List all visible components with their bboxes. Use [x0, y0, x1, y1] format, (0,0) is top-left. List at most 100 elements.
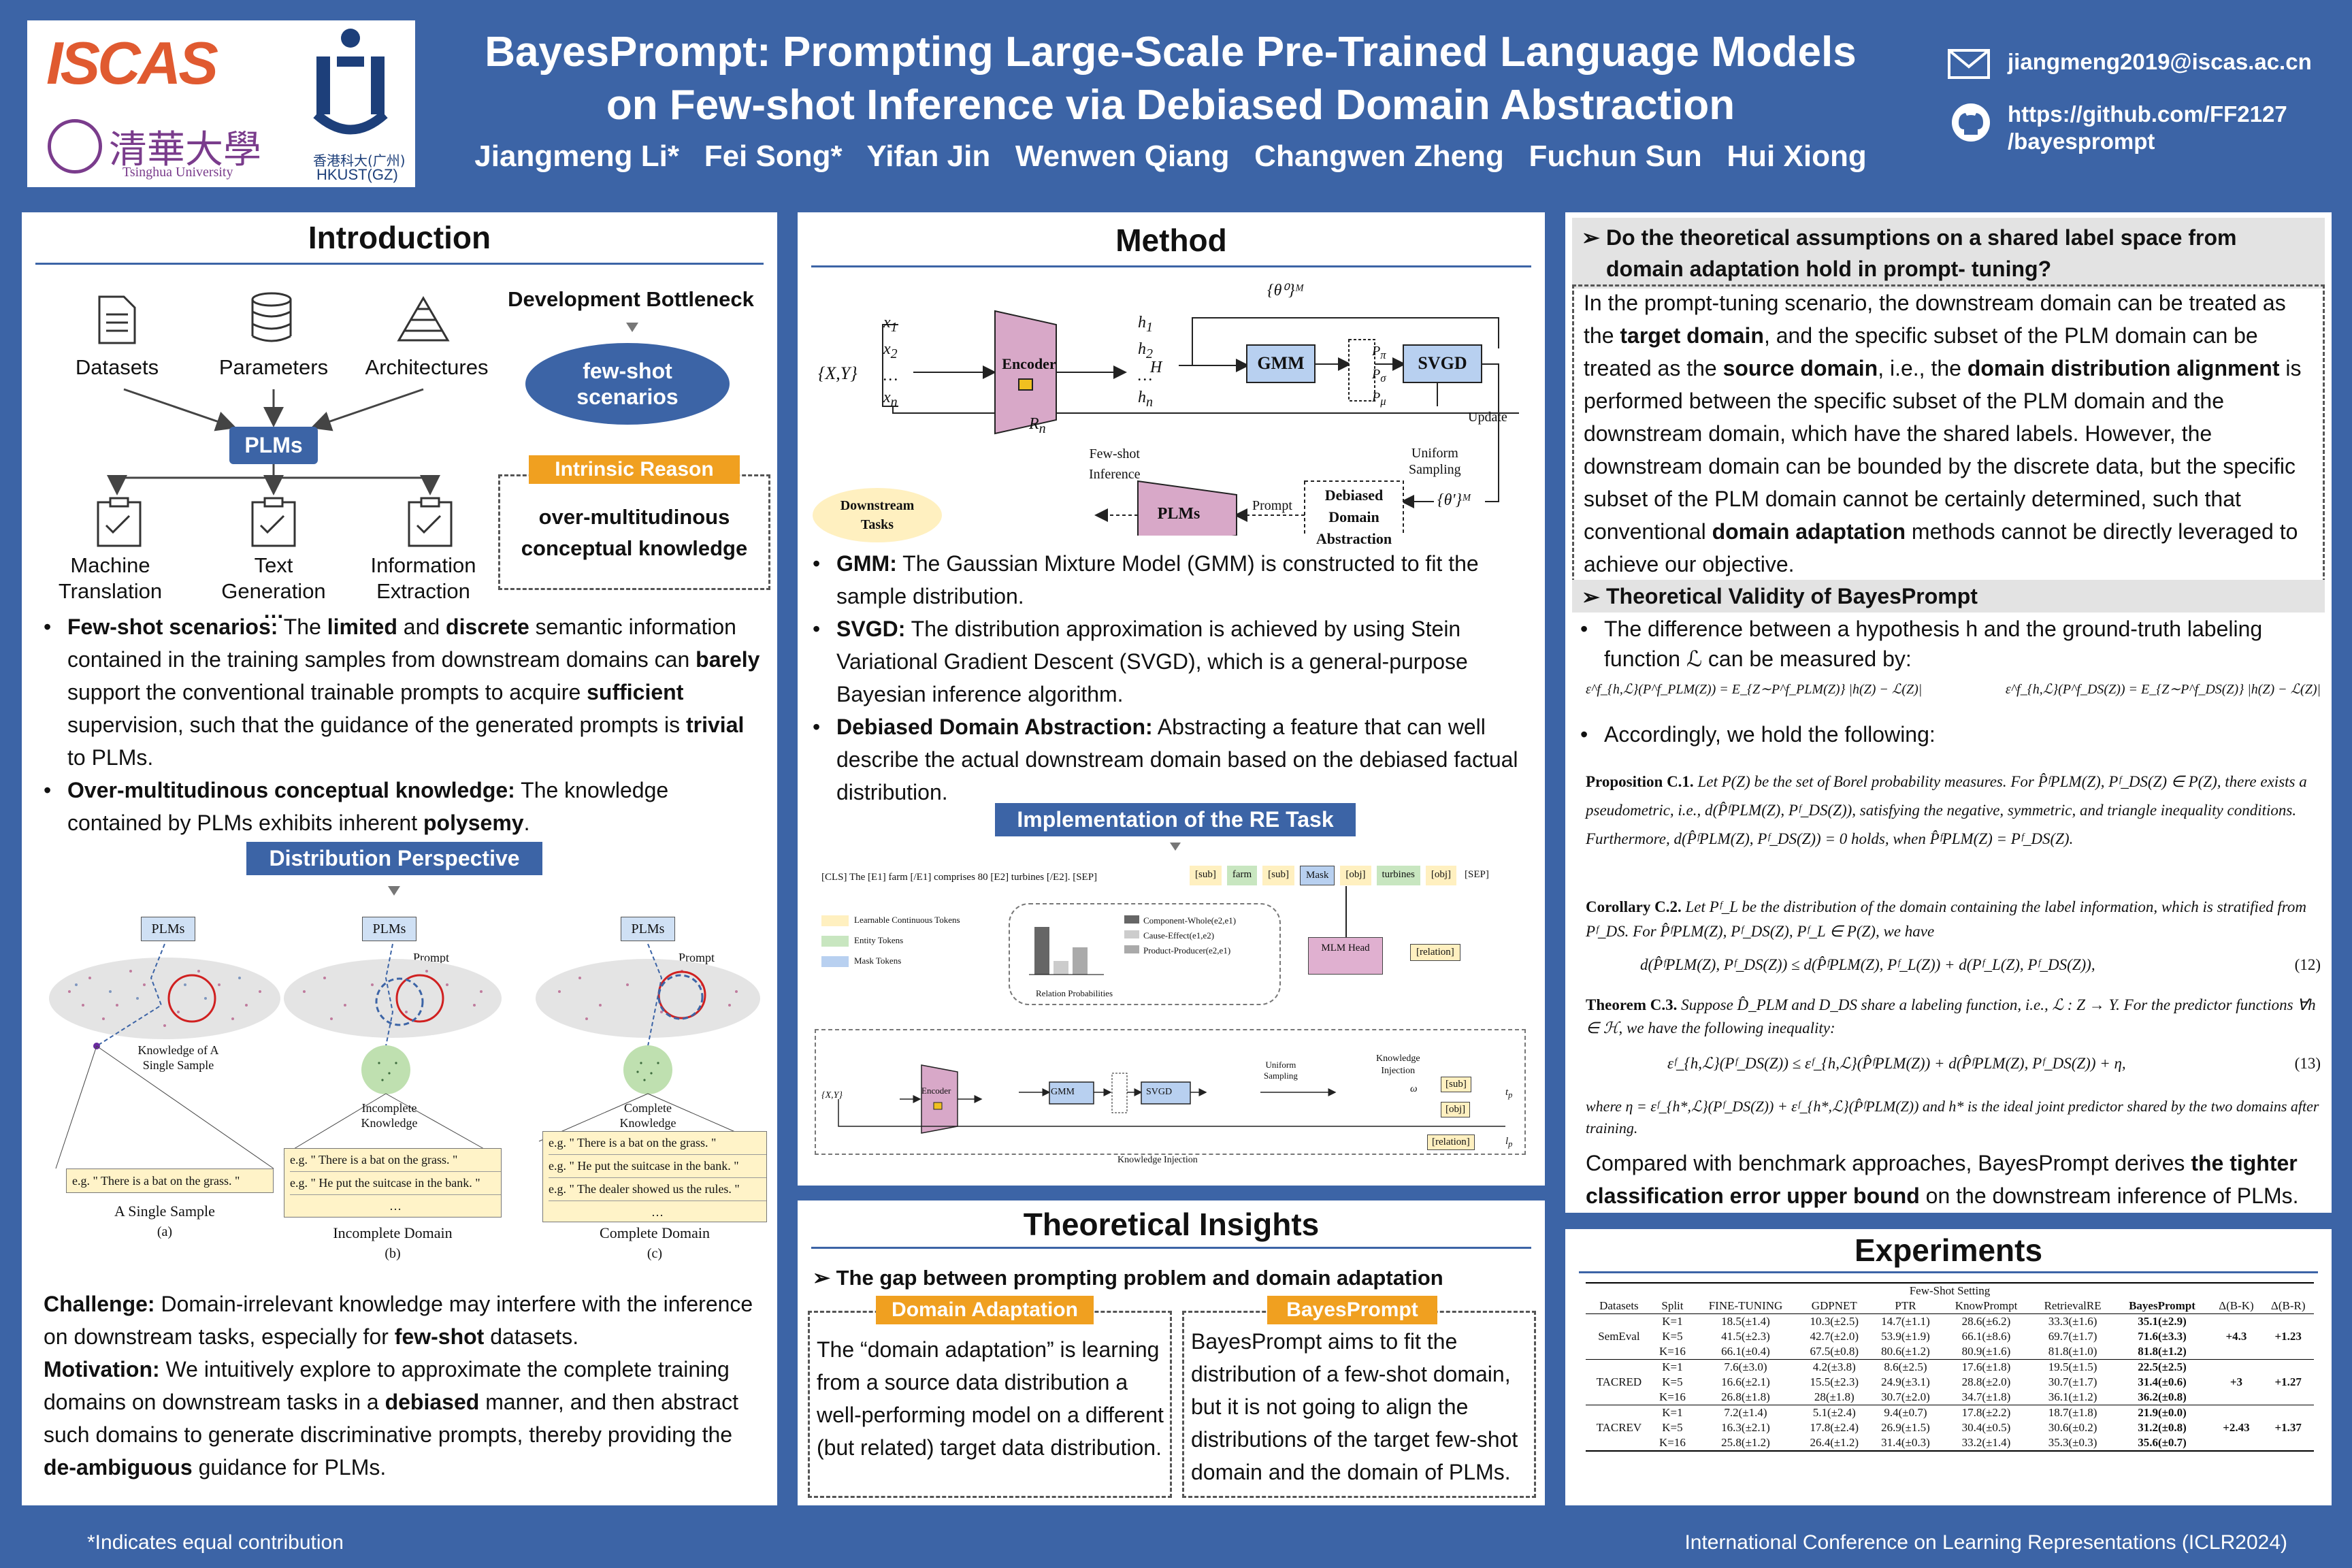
ki-gmm: GMM	[1051, 1087, 1075, 1097]
theorem: Theorem C.3. Suppose D̂_PLM and D_DS sha…	[1586, 994, 2321, 1040]
fewshot-ellipse: few-shot scenarios	[525, 343, 730, 425]
column-header: BayesPrompt	[2114, 1298, 2210, 1314]
task-label-line: Text	[254, 553, 293, 577]
knowledge-label: Complete Knowledge	[593, 1100, 702, 1130]
github-line-1[interactable]: https://github.com/FF2127	[2008, 101, 2287, 127]
legend-text: Mask Tokens	[854, 956, 902, 966]
dataset-cell: TACRED	[1586, 1359, 1652, 1405]
author: Changwen Zheng	[1254, 140, 1504, 173]
equation: εᶠ_{h,ℒ}(Pᶠ_DS(Z)) ≤ εᶠ_{h,ℒ}(P̂ᶠPLM(Z))…	[1667, 1055, 2126, 1072]
validity-bar: ➢Theoretical Validity of BayesPrompt	[1572, 580, 2325, 613]
rel-legend-item: Product-Producer(e2,e1)	[1124, 943, 1236, 958]
where-text: where η = εᶠ_{h*,ℒ}(Pᶠ_DS(Z)) + εᶠ_{h*,ℒ…	[1586, 1098, 2319, 1137]
figure-a-graphic	[49, 943, 280, 1169]
ki-obj: [obj]	[1441, 1102, 1471, 1117]
title-line-2: on Few-shot Inference via Debiased Domai…	[606, 82, 1735, 129]
table-cell: 26.8(±1.8)	[1721, 1390, 1770, 1403]
email-link[interactable]: jiangmeng2019@iscas.ac.cn	[2008, 49, 2312, 74]
table-cell: 34.7(±1.8)	[1961, 1390, 2011, 1403]
figure-c-graphic	[536, 943, 760, 1142]
intro-bullets: Few-shot scenarios: The limited and disc…	[44, 610, 762, 839]
relation-box: [relation]	[1410, 944, 1460, 961]
results-table: Few-Shot Setting Datasets Split FINE-TUN…	[1586, 1284, 2314, 1450]
re-task-label: Implementation of the RE Task	[995, 803, 1356, 836]
figure-label: (c)	[647, 1246, 663, 1261]
p-label: P	[1372, 390, 1381, 405]
figure-label: (b)	[385, 1246, 401, 1261]
token: [obj]	[1425, 866, 1456, 885]
token-legend: Learnable Continuous Tokens Entity Token…	[821, 910, 960, 971]
equation: ε^f_{h,ℒ}(P^f_DS(Z)) = E_{Z∼P^f_DS(Z)} |…	[2005, 682, 2321, 697]
title-line-1: BayesPrompt: Prompting Large-Scale Pre-T…	[485, 29, 1857, 76]
figure-caption: A Single Sample	[114, 1203, 215, 1220]
table-cell: K=16	[1659, 1436, 1686, 1449]
bullet-dda: Debiased Domain Abstraction: Abstracting…	[813, 710, 1534, 808]
text-head: Challenge:	[44, 1292, 155, 1316]
h-label: H	[1150, 359, 1162, 376]
text: methods cannot be directly leveraged to …	[1584, 519, 2298, 576]
prompt-label: Prompt	[679, 951, 715, 964]
table-cell: 26.9(±1.5)	[1881, 1421, 1930, 1434]
column-header: FINE-TUNING	[1693, 1298, 1799, 1314]
text: sufficient	[587, 680, 684, 704]
text: discrete	[446, 615, 529, 639]
arrow-bullet-icon: ➢	[1582, 585, 1600, 609]
section-title: Theoretical Insights	[1023, 1207, 1320, 1242]
task-label-line: Translation	[58, 579, 163, 603]
table-cell: 25.8(±1.2)	[1721, 1436, 1770, 1449]
github-line-2[interactable]: /bayesprompt	[2008, 129, 2155, 154]
relation-prob-box	[1009, 903, 1281, 1005]
task-label: Machine Translation	[42, 553, 178, 604]
figure-label: (a)	[157, 1224, 173, 1239]
dataset-cell: TACREV	[1586, 1405, 1652, 1450]
table-cell: K=16	[1659, 1345, 1686, 1358]
table-cell: 33.3(±1.6)	[2031, 1313, 2114, 1329]
ddab-line: Abstraction	[1316, 530, 1392, 547]
fewshot-line: few-shot	[583, 359, 672, 383]
bullet-svgd: SVGD: The distribution approximation is …	[813, 612, 1534, 710]
encoder-label: Encoder	[1002, 355, 1056, 372]
plm-small-box: PLMs	[621, 917, 675, 941]
hkust-logo-icon	[313, 29, 388, 135]
table-cell: 81.8(±1.0)	[2048, 1345, 2097, 1358]
table-cell: 28.6(±6.2)	[1941, 1313, 2031, 1329]
text: support the conventional trainable promp…	[67, 680, 587, 704]
table-cell: 28(±1.8)	[1814, 1390, 1855, 1403]
text: is performed between the specific subset…	[1584, 356, 2302, 544]
author: Wenwen Qiang	[1015, 140, 1230, 173]
table-cell: 36.1(±1.2)	[2048, 1390, 2097, 1403]
table-cell: 67.5(±0.8)	[1810, 1345, 1859, 1358]
legend-item: Entity Tokens	[821, 930, 960, 951]
divider	[1579, 1271, 2318, 1273]
table-cell: K=5	[1662, 1421, 1683, 1434]
ddab-line: Debiased	[1324, 487, 1384, 504]
bullet-knowledge: Over-multitudinous conceptual knowledge:…	[44, 774, 762, 839]
text: limited	[327, 615, 397, 639]
legend-item: Mask Tokens	[821, 951, 960, 971]
github-link[interactable]: https://github.com/FF2127 /bayesprompt	[2008, 101, 2287, 155]
delta-cell: +2.43	[2210, 1405, 2263, 1450]
bullet-head: Debiased Domain Abstraction:	[836, 715, 1153, 739]
dataset-cell: SemEval	[1586, 1313, 1652, 1360]
fsi-line: Few-shot	[1089, 446, 1140, 461]
token: Mask	[1299, 866, 1335, 885]
plms-trap-label: PLMs	[1157, 505, 1200, 523]
text: domain distribution alignment	[1967, 356, 2280, 380]
text: .	[523, 811, 530, 835]
column-header: RetrievalRE	[2031, 1298, 2114, 1314]
table-cell: 7.2(±1.4)	[1693, 1405, 1799, 1420]
table-cell: 30.7(±2.0)	[1881, 1390, 1930, 1403]
table-cell: 7.6(±3.0)	[1693, 1359, 1799, 1375]
text: guidance for PLMs.	[192, 1455, 387, 1480]
ki-relation: [relation]	[1427, 1134, 1475, 1150]
clipboard-icon	[97, 497, 142, 547]
